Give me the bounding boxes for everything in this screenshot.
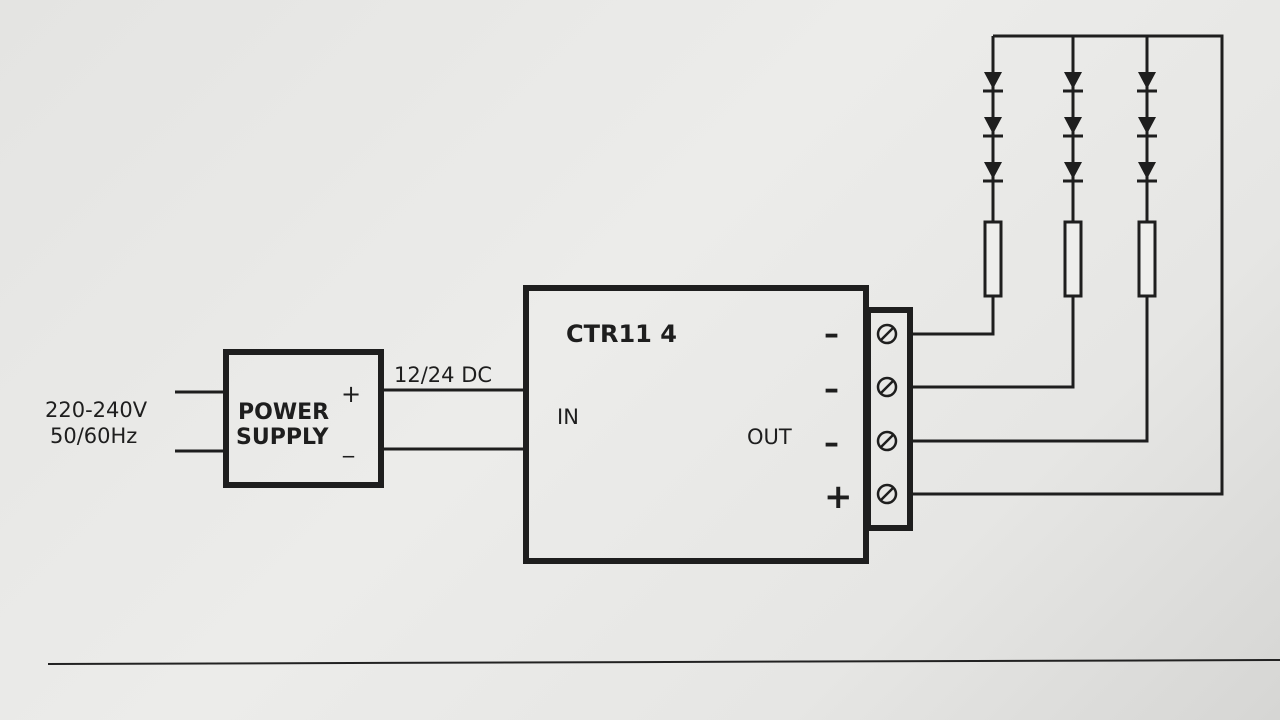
- terminal-screw-1: [876, 323, 898, 345]
- terminal-sign-3: –: [824, 426, 839, 461]
- led-diode-icon: [1137, 162, 1157, 183]
- resistor-icon: [983, 220, 1003, 298]
- led-strings: [983, 36, 1157, 298]
- terminal-sign-2: –: [824, 372, 839, 407]
- power-supply-plus: +: [341, 380, 361, 408]
- mains-frequency-label: 50/60Hz: [50, 424, 137, 448]
- controller-in-label: IN: [557, 405, 579, 429]
- led-diode-icon: [983, 117, 1003, 138]
- resistor-icon: [1063, 220, 1083, 298]
- power-supply-box: [223, 349, 384, 488]
- dc-voltage-label: 12/24 DC: [394, 363, 492, 387]
- resistor-icon: [1137, 220, 1157, 298]
- led-diode-icon: [1063, 162, 1083, 183]
- led-diode-icon: [983, 162, 1003, 183]
- terminal-sign-1: –: [824, 317, 839, 352]
- terminal-screw-3: [876, 430, 898, 452]
- output-wires: [910, 34, 1224, 496]
- led-diode-icon: [983, 72, 1003, 93]
- led-diode-icon: [1063, 117, 1083, 138]
- power-supply-minus: _: [342, 433, 355, 458]
- led-diode-icon: [1137, 117, 1157, 138]
- terminal-block: [865, 307, 913, 531]
- mains-wires: [175, 390, 226, 453]
- led-string: [1063, 36, 1083, 298]
- terminal-sign-4: +: [824, 477, 853, 517]
- controller-out-label: OUT: [747, 425, 792, 449]
- mains-voltage-label: 220-240V: [45, 398, 148, 422]
- terminal-screw-4: [876, 483, 898, 505]
- led-diode-icon: [1063, 72, 1083, 93]
- controller-model-label: CTR11 4: [566, 320, 677, 348]
- power-supply-label-line2: SUPPLY: [236, 425, 330, 450]
- led-diode-icon: [1137, 72, 1157, 93]
- led-string: [1137, 36, 1157, 298]
- power-supply-label-line1: POWER: [238, 400, 329, 425]
- terminal-screw-2: [876, 376, 898, 398]
- led-string: [983, 36, 1003, 298]
- footer-divider: [47, 659, 1280, 665]
- dc-wires: [381, 388, 526, 451]
